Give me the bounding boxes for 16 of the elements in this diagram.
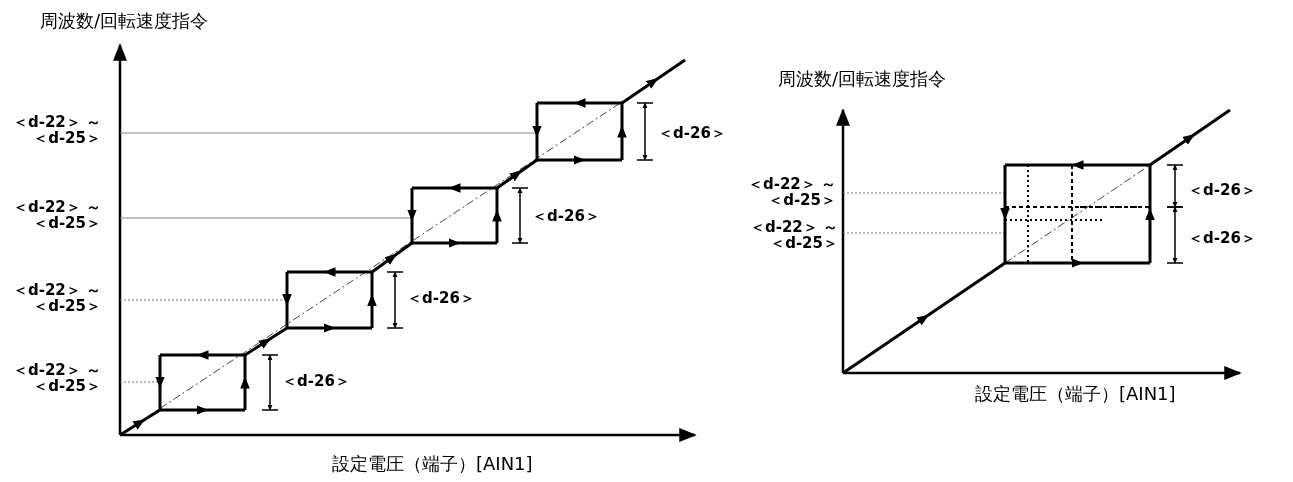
parameter-label: ＜d-22＞ ～＜d-25＞: [11, 283, 101, 315]
dimension-label: ＜d-26＞: [282, 374, 350, 390]
dimension-label: ＜d-26＞: [532, 209, 600, 225]
parameter-label: ＜d-22＞ ～＜d-25＞: [11, 115, 101, 147]
dimension-label: ＜d-26＞: [1188, 231, 1256, 247]
parameter-label: ＜d-22＞ ～＜d-25＞: [748, 220, 838, 252]
parameter-label: ＜d-22＞ ～＜d-25＞: [11, 363, 101, 395]
axis-label: 設定電圧（端子）[AIN1]: [975, 385, 1176, 404]
parameter-label: ＜d-22＞ ～＜d-25＞: [11, 200, 101, 232]
parameter-label: ＜d-22＞ ～＜d-25＞: [746, 177, 836, 209]
axis-label: 周波数/回転速度指令: [778, 70, 947, 89]
axis-label: 周波数/回転速度指令: [40, 12, 209, 31]
dimension-label: ＜d-26＞: [1188, 183, 1256, 199]
dimension-label: ＜d-26＞: [658, 126, 726, 142]
axis-label: 設定電圧（端子）[AIN1]: [332, 455, 533, 474]
dimension-label: ＜d-26＞: [407, 291, 475, 307]
